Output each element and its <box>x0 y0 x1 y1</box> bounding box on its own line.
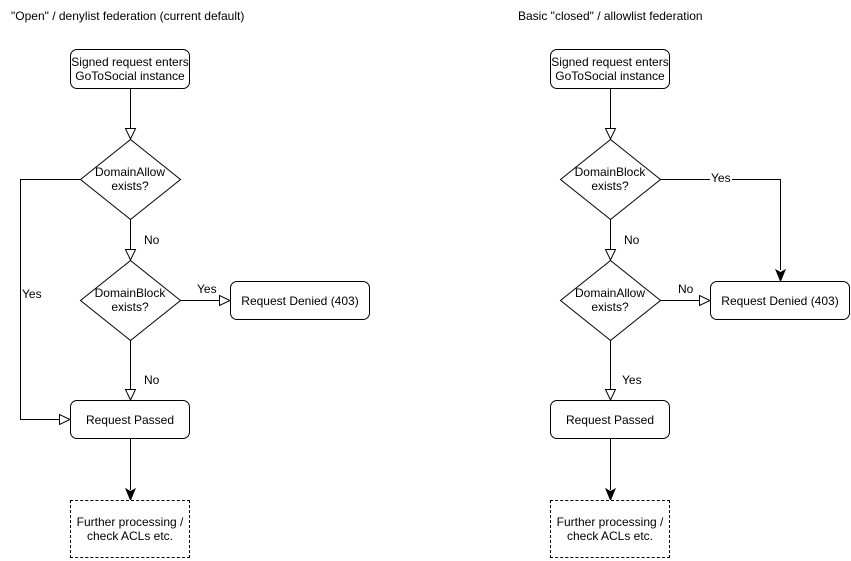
left-arrowhead-solid-further <box>124 487 137 502</box>
left-arrowhead-hollow-passed-top <box>124 389 137 402</box>
left-denied-node: Request Denied (403) <box>230 281 370 320</box>
right-edge-decision1-yes-to-denied <box>660 179 781 270</box>
left-arrowhead-hollow-decision1 <box>124 128 137 141</box>
right-arrowhead-hollow-decision1 <box>604 128 617 141</box>
left-decision1-no-label: No <box>143 233 161 247</box>
left-start-node: Signed request enters GoToSocial instanc… <box>70 49 190 89</box>
left-decision2-label: DomainBlock exists? <box>94 286 166 314</box>
right-start-node: Signed request enters GoToSocial instanc… <box>550 49 670 89</box>
left-chart-title: "Open" / denylist federation (current de… <box>11 9 245 23</box>
right-arrowhead-hollow-denied-side <box>699 294 712 307</box>
right-decision1-label: DomainBlock exists? <box>574 165 646 193</box>
right-chart-title: Basic "closed" / allowlist federation <box>518 9 703 23</box>
right-decision1-no-label: No <box>623 233 641 247</box>
right-arrowhead-solid-denied-top <box>774 268 787 283</box>
right-arrowhead-hollow-passed-top <box>604 389 617 402</box>
left-arrowhead-hollow-denied <box>219 294 232 307</box>
right-decision2-yes-label: Yes <box>621 373 643 387</box>
left-decision1-diamond <box>79 138 182 221</box>
right-passed-node: Request Passed <box>550 400 670 439</box>
left-arrowhead-hollow-decision2 <box>124 249 137 262</box>
left-decision1-label: DomainAllow exists? <box>94 165 166 193</box>
right-decision2-label: DomainAllow exists? <box>574 286 646 314</box>
right-decision2-no-label: No <box>677 282 695 296</box>
left-edges <box>20 89 232 502</box>
right-denied-node: Request Denied (403) <box>710 281 850 320</box>
right-decision1-yes-label: Yes <box>710 171 732 185</box>
left-further-node: Further processing / check ACLs etc. <box>70 500 190 558</box>
right-edges <box>604 89 787 502</box>
right-arrowhead-solid-further <box>604 487 617 502</box>
right-arrowhead-hollow-decision2 <box>604 249 617 262</box>
left-decision2-yes-label: Yes <box>196 282 218 296</box>
left-decision1-yes-label: Yes <box>21 287 43 301</box>
left-decision2-diamond <box>79 259 182 342</box>
right-decision2-diamond <box>559 259 662 342</box>
left-decision2-no-label: No <box>143 373 161 387</box>
right-decision1-diamond <box>559 138 662 221</box>
left-passed-node: Request Passed <box>70 400 190 439</box>
diamond-shapes <box>79 138 662 342</box>
left-edge-decision1-yes-to-passed <box>20 179 80 420</box>
left-arrowhead-hollow-passed-side <box>59 413 72 426</box>
right-further-node: Further processing / check ACLs etc. <box>550 500 670 558</box>
